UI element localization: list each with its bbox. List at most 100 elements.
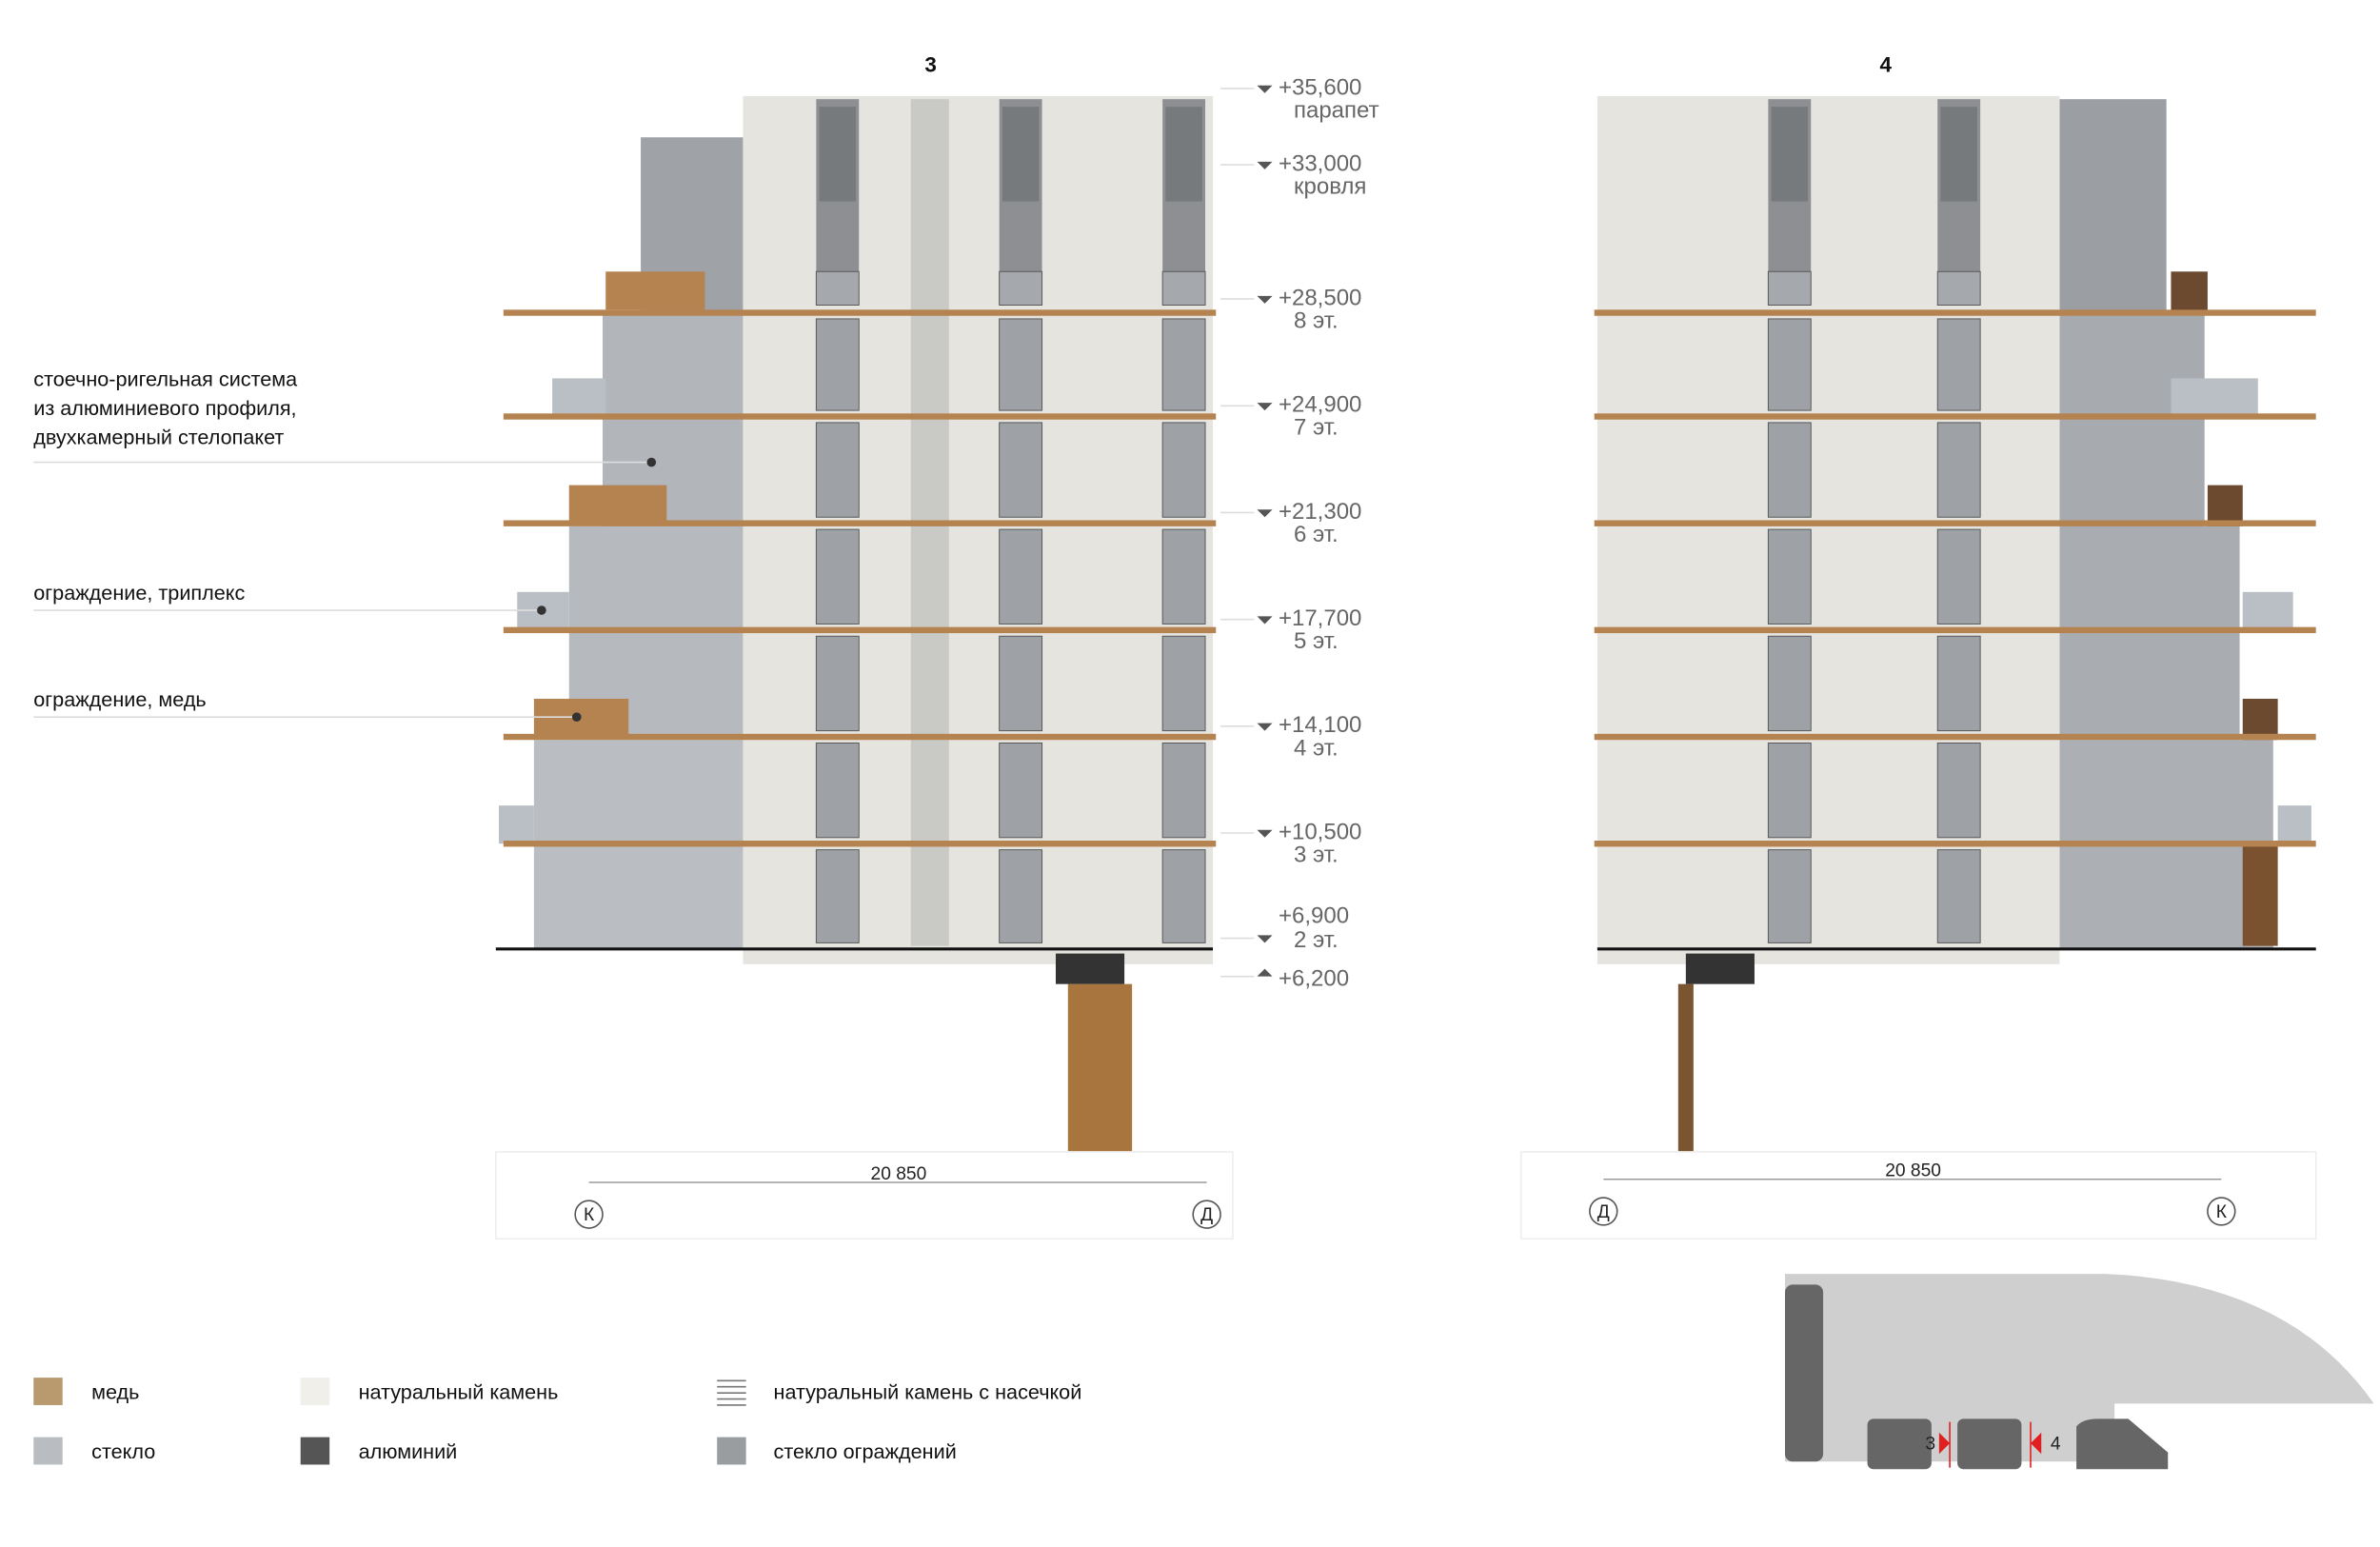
level-down-triangle-icon bbox=[1257, 829, 1273, 838]
legend-label: натуральный камень bbox=[359, 1380, 559, 1404]
window bbox=[999, 635, 1043, 732]
view-arrow-icon bbox=[1938, 1432, 1951, 1455]
callouts: стоечно-ригельная система из алюминиевог… bbox=[33, 367, 657, 723]
level-up-triangle-icon bbox=[1257, 968, 1273, 977]
glass-balcony bbox=[499, 805, 534, 844]
window bbox=[1161, 742, 1206, 839]
window-panel bbox=[1002, 107, 1040, 202]
copper-balcony bbox=[2242, 698, 2278, 741]
window bbox=[1936, 528, 1981, 625]
floor-slab bbox=[503, 733, 1217, 741]
building-block bbox=[2076, 1418, 2169, 1470]
basement-aluminium bbox=[1055, 953, 1125, 984]
window bbox=[815, 528, 860, 625]
leader-dot bbox=[646, 457, 657, 467]
window bbox=[1936, 422, 1981, 518]
window bbox=[1936, 318, 1981, 411]
legend-label: натуральный камень с насечкой bbox=[774, 1380, 1082, 1404]
legend-label: медь bbox=[91, 1380, 139, 1404]
level-name: 3 эт. bbox=[1294, 842, 1339, 867]
legend-label: алюминий bbox=[359, 1439, 458, 1463]
floor-slab bbox=[1594, 520, 2316, 526]
window bbox=[1161, 635, 1206, 732]
floor-slabs bbox=[503, 309, 1217, 847]
floor-slabs bbox=[1594, 309, 2316, 847]
view-arrow-icon bbox=[2031, 1432, 2042, 1455]
callout-copper: ограждение, медь bbox=[33, 687, 206, 711]
site-shape bbox=[1785, 1274, 2374, 1462]
basement-aluminium bbox=[1685, 953, 1755, 984]
window bbox=[815, 849, 860, 943]
level-value: +6,200 bbox=[1279, 965, 1349, 991]
window bbox=[1161, 849, 1206, 943]
glass-balcony bbox=[552, 378, 606, 417]
level-down-triangle-icon bbox=[1257, 935, 1273, 943]
window bbox=[1767, 528, 1812, 625]
window-panel bbox=[1165, 107, 1202, 202]
basement-copper-wall bbox=[1067, 983, 1133, 1152]
copper-balcony bbox=[2242, 843, 2278, 946]
window bbox=[999, 528, 1043, 625]
window bbox=[815, 422, 860, 518]
window bbox=[1767, 270, 1812, 306]
axis-label: Д bbox=[1597, 1202, 1610, 1222]
level-value: +6,900 bbox=[1279, 903, 1349, 929]
window bbox=[1767, 635, 1812, 732]
dimension-frame bbox=[495, 1151, 1234, 1240]
floor-slab bbox=[1594, 626, 2316, 634]
window bbox=[999, 742, 1043, 839]
window bbox=[1161, 528, 1206, 625]
building-block bbox=[1785, 1284, 1824, 1462]
level-name: парапет bbox=[1294, 97, 1379, 123]
axis-bubble bbox=[574, 1200, 604, 1229]
glass-volume bbox=[2059, 99, 2167, 313]
axis-label: К bbox=[584, 1205, 595, 1225]
level-value: +14,100 bbox=[1279, 712, 1361, 738]
window-panel bbox=[819, 107, 857, 202]
level-name: 2 эт. bbox=[1294, 927, 1339, 953]
callout-curtain-wall-line2: из алюминиевого профиля, bbox=[33, 396, 296, 420]
level-down-triangle-icon bbox=[1257, 295, 1273, 304]
floor-slab bbox=[1594, 309, 2316, 316]
level-value: +24,900 bbox=[1279, 392, 1361, 418]
window-columns bbox=[815, 99, 1206, 946]
legend-swatch-glass bbox=[33, 1437, 63, 1465]
window bbox=[1936, 270, 1981, 306]
level-down-triangle-icon bbox=[1257, 509, 1273, 518]
callout-curtain-wall-line3: двухкамерный стелопакет bbox=[33, 425, 284, 448]
dimension-value: 20 850 bbox=[1885, 1161, 1941, 1181]
legend-swatch-railing-glass bbox=[717, 1437, 746, 1465]
legend-label: стекло ограждений bbox=[774, 1439, 957, 1463]
dimension-left: 20 850 К Д bbox=[495, 1151, 1234, 1240]
level-name: 7 эт. bbox=[1294, 415, 1339, 441]
legend-label: стекло bbox=[91, 1439, 155, 1463]
level-down-triangle-icon bbox=[1257, 616, 1273, 625]
level-value: +33,000 bbox=[1279, 150, 1361, 176]
window bbox=[815, 270, 860, 306]
window bbox=[1767, 849, 1812, 943]
legend-swatch-aluminium bbox=[300, 1437, 330, 1465]
copper-balcony bbox=[2171, 271, 2208, 313]
window-panel bbox=[1771, 107, 1809, 202]
window bbox=[1767, 422, 1812, 518]
axis-bubble bbox=[2207, 1197, 2236, 1226]
elevation-4-title: 4 bbox=[1880, 52, 1893, 76]
floor-slab bbox=[503, 841, 1217, 847]
leader-dot bbox=[571, 712, 582, 723]
floor-slab bbox=[503, 309, 1217, 316]
window bbox=[999, 270, 1043, 306]
building-block bbox=[1867, 1418, 1932, 1470]
glass-balcony bbox=[2242, 591, 2293, 630]
copper-balcony bbox=[605, 271, 705, 310]
window bbox=[815, 318, 860, 411]
elevation-3-title: 3 bbox=[924, 52, 936, 76]
copper-balcony bbox=[2207, 485, 2243, 526]
dimension-right: 20 850 Д К bbox=[1519, 1151, 2317, 1240]
marker-label: 3 bbox=[1925, 1434, 1935, 1454]
window bbox=[1161, 318, 1206, 411]
window bbox=[815, 635, 860, 732]
callout-curtain-wall-line1: стоечно-ригельная система bbox=[33, 367, 298, 390]
copper-balcony bbox=[568, 485, 667, 524]
level-name: 5 эт. bbox=[1294, 628, 1339, 654]
